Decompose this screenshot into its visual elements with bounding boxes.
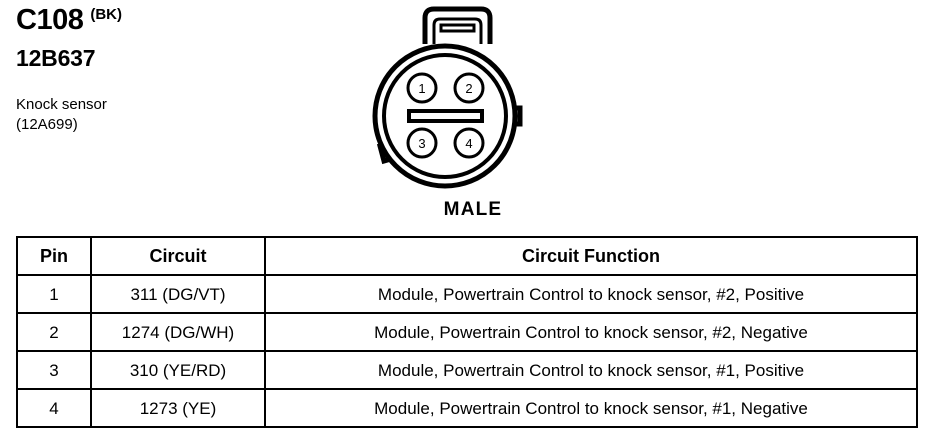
table-header-row: Pin Circuit Circuit Function: [16, 236, 918, 276]
connector-part-number: 12B637: [16, 45, 96, 71]
cell-function: Module, Powertrain Control to knock sens…: [264, 274, 918, 314]
table-row: 3 310 (YE/RD) Module, Powertrain Control…: [16, 350, 918, 390]
pin-cavity-3-label: 3: [418, 136, 425, 151]
connector-id-line: C108 (BK): [16, 6, 346, 35]
connector-header: C108 (BK) 12B637 Knock sensor (12A699): [16, 6, 346, 135]
pin-cavity-2: 2: [453, 72, 485, 104]
connector-keying-bar: [407, 109, 484, 123]
pin-cavity-2-label: 2: [465, 81, 472, 96]
pin-cavity-1: 1: [406, 72, 438, 104]
cell-circuit: 1273 (YE): [90, 388, 266, 428]
cell-function: Module, Powertrain Control to knock sens…: [264, 312, 918, 352]
cell-circuit: 311 (DG/VT): [90, 274, 266, 314]
connector-id: C108: [16, 4, 84, 36]
pin-cavity-4: 4: [453, 127, 485, 159]
pinout-table-container: Pin Circuit Circuit Function 1 311 (DG/V…: [16, 236, 918, 428]
table-row: 1 311 (DG/VT) Module, Powertrain Control…: [16, 274, 918, 314]
cell-circuit: 1274 (DG/WH): [90, 312, 266, 352]
component-name: Knock sensor: [16, 96, 107, 113]
cell-pin: 4: [16, 388, 92, 428]
table-row: 2 1274 (DG/WH) Module, Powertrain Contro…: [16, 312, 918, 352]
pin-cavity-3: 3: [406, 127, 438, 159]
pinout-table: Pin Circuit Circuit Function 1 311 (DG/V…: [16, 236, 918, 428]
cell-pin: 1: [16, 274, 92, 314]
connector-latch-tab: [422, 6, 493, 44]
connector-color-code: (BK): [90, 6, 122, 23]
cell-pin: 2: [16, 312, 92, 352]
pin-cavity-1-label: 1: [418, 81, 425, 96]
column-header-function: Circuit Function: [264, 236, 918, 276]
connector-face-diagram: 1 2 3 4: [372, 6, 523, 189]
connector-illustration: 1 2 3 4 MALE: [368, 0, 578, 232]
cell-function: Module, Powertrain Control to knock sens…: [264, 350, 918, 390]
connector-view-label: MALE: [443, 199, 503, 220]
cell-pin: 3: [16, 350, 92, 390]
latch-inner-bar: [439, 23, 476, 33]
cell-function: Module, Powertrain Control to knock sens…: [264, 388, 918, 428]
table-row: 4 1273 (YE) Module, Powertrain Control t…: [16, 388, 918, 428]
cell-circuit: 310 (YE/RD): [90, 350, 266, 390]
column-header-pin: Pin: [16, 236, 92, 276]
component-part-number: (12A699): [16, 115, 78, 133]
pin-cavity-4-label: 4: [465, 136, 472, 151]
column-header-circuit: Circuit: [90, 236, 266, 276]
